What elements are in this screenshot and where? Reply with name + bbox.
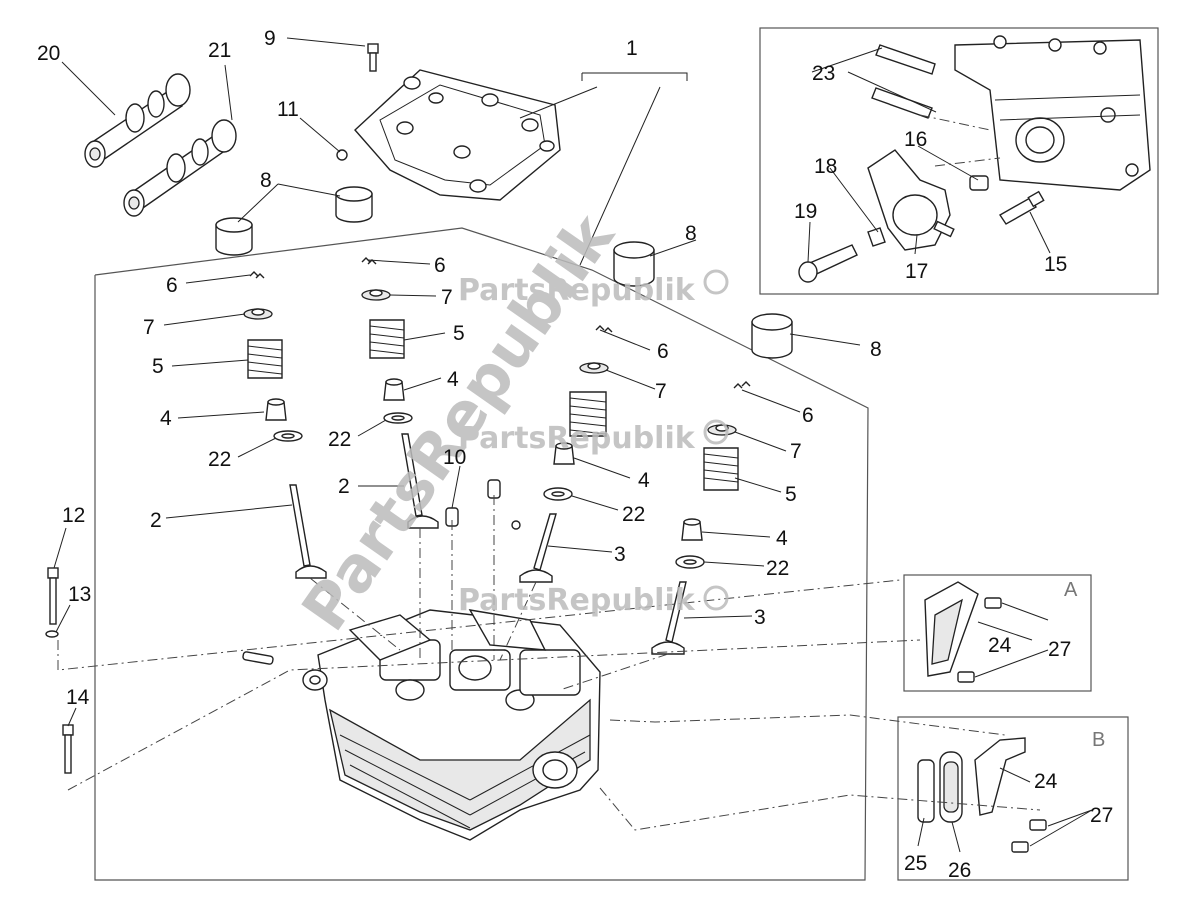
callout-4d: 4 (776, 527, 788, 550)
callout-20: 20 (37, 42, 60, 65)
valve-stack-4 (651, 381, 751, 655)
callout-4b: 4 (447, 368, 459, 391)
main-assembly-frame (94, 227, 869, 881)
bolt-12 (47, 567, 59, 625)
callout-27a: 27 (1048, 638, 1071, 661)
camshaft-20 (84, 73, 191, 168)
callout-22a: 22 (208, 448, 231, 471)
callout-2a: 2 (150, 509, 162, 532)
callout-3b: 3 (754, 606, 766, 629)
callout-8c: 8 (870, 338, 882, 361)
valve-guides-10 (445, 479, 521, 530)
camshaft-21 (123, 119, 237, 217)
sensor-15 (999, 190, 1045, 225)
plug-16 (969, 175, 989, 191)
callout-12: 12 (62, 504, 85, 527)
leader-lines (53, 37, 1093, 853)
callout-8a: 8 (260, 169, 272, 192)
assembly-guide-lines (57, 114, 1041, 831)
callout-5c: 5 (785, 483, 797, 506)
callout-7d: 7 (790, 440, 802, 463)
tappet-8-b (335, 186, 373, 223)
callout-10: 10 (443, 446, 466, 469)
valve-stack-1 (243, 271, 327, 579)
washer-13 (45, 630, 59, 638)
bolt-19 (798, 244, 858, 283)
valve-stack-3 (519, 325, 613, 583)
callout-18: 18 (814, 155, 837, 178)
bolt-9 (367, 43, 379, 72)
callout-25: 25 (904, 852, 927, 875)
callout-13: 13 (68, 583, 91, 606)
callout-6d: 6 (802, 404, 814, 427)
callout-4a: 4 (160, 407, 172, 430)
bolt-14 (62, 724, 74, 774)
seal-26 (939, 751, 963, 823)
tappet-8-c (613, 241, 655, 287)
tappet-8-d (751, 313, 793, 359)
callout-5b: 5 (453, 322, 465, 345)
gasket-25 (917, 759, 935, 823)
cover-24-b (974, 737, 1026, 816)
callout-8b: 8 (685, 222, 697, 245)
valve-stack-2 (361, 257, 439, 529)
cam-carrier (354, 69, 561, 201)
callout-22d: 22 (766, 557, 789, 580)
callout-22b: 22 (328, 428, 351, 451)
inset-water-pump-frame (759, 27, 1159, 295)
callout-5a: 5 (152, 355, 164, 378)
water-pump-cover-17 (867, 149, 955, 251)
callout-3a: 3 (614, 543, 626, 566)
cover-24-a (924, 581, 979, 677)
callout-4c: 4 (638, 469, 650, 492)
callout-6a: 6 (166, 274, 178, 297)
callout-17: 17 (905, 260, 928, 283)
inset-a-frame (903, 574, 1092, 692)
inset-a-label: A (1064, 579, 1078, 601)
bolts-27-a (957, 597, 1002, 683)
watermark-text-bottom: PartsRepublik (458, 583, 696, 618)
callout-16: 16 (904, 128, 927, 151)
callout-11: 11 (277, 98, 299, 121)
callout-22c: 22 (622, 503, 645, 526)
callout-7c: 7 (655, 380, 667, 403)
callout-21: 21 (208, 39, 231, 62)
callout-14: 14 (66, 686, 90, 709)
inset-head-sketch (954, 35, 1151, 191)
watermark-text-top: PartsRepublik (458, 273, 696, 308)
callout-9: 9 (264, 27, 276, 50)
callout-6b: 6 (434, 254, 446, 277)
callout-6c: 6 (657, 340, 669, 363)
callout-15: 15 (1044, 253, 1067, 276)
callout-24a: 24 (988, 634, 1012, 657)
inset-b-label: B (1092, 729, 1105, 751)
callout-24b: 24 (1034, 770, 1058, 793)
bolts-27-b (1011, 819, 1047, 853)
tappet-8-a (215, 217, 253, 256)
callout-19: 19 (794, 200, 817, 223)
callout-26: 26 (948, 859, 971, 882)
callout-23: 23 (812, 62, 835, 85)
watermark-text-mid: PartsRepublik (458, 421, 696, 456)
watermark-gear-icon (703, 269, 729, 611)
callout-2b: 2 (338, 475, 350, 498)
watermark: PartsRepublik PartsRepublik PartsRepubli… (287, 200, 729, 644)
callout-labels: 1 2 2 3 3 4 4 4 4 5 5 5 5 6 6 6 6 7 7 7 … (37, 27, 1113, 882)
callout-27c: 27 (1090, 804, 1113, 827)
callout-7a: 7 (143, 316, 155, 339)
callout-7b: 7 (441, 286, 453, 309)
cylinder-head (302, 609, 601, 841)
ball-11 (336, 149, 348, 161)
callout-1: 1 (626, 37, 638, 60)
dowel-pin (242, 651, 274, 665)
